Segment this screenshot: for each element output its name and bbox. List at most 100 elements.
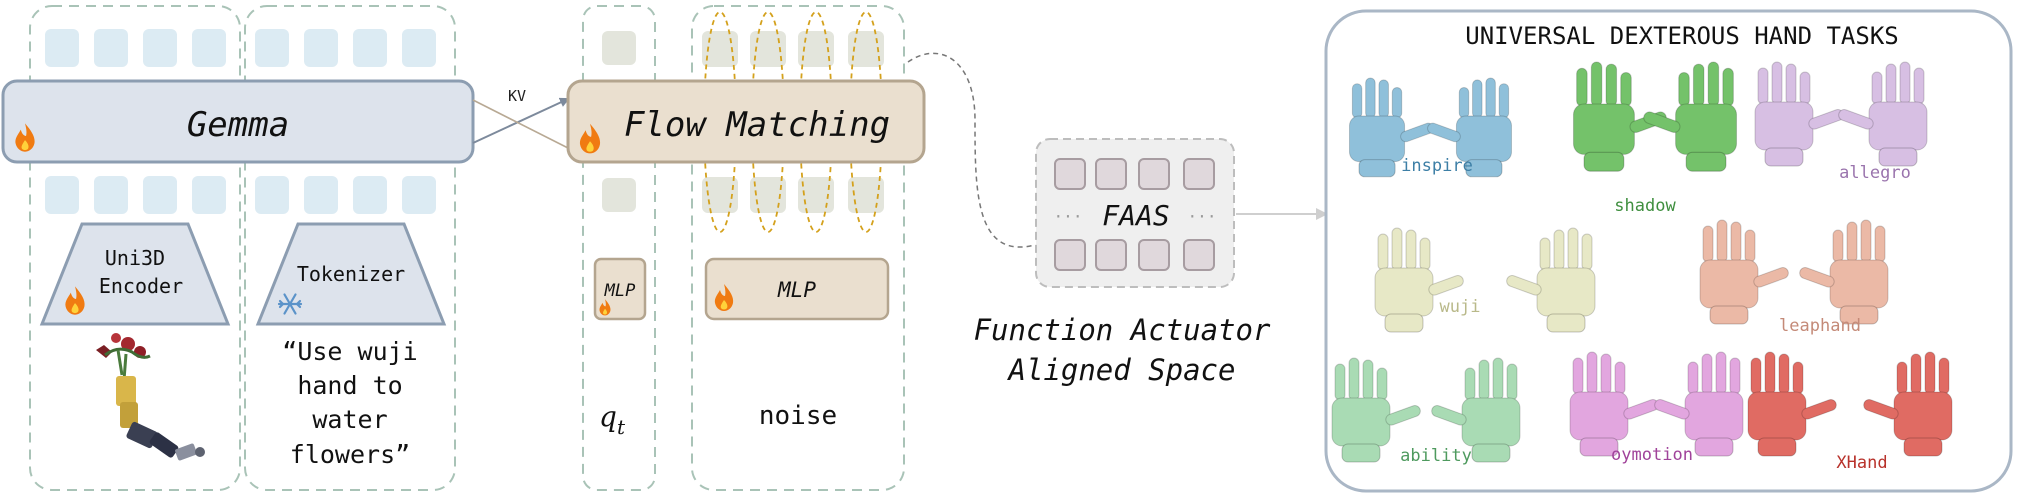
hand-palm xyxy=(1868,101,1928,151)
token xyxy=(94,176,128,214)
hand-finger xyxy=(1846,221,1858,263)
hand-label-xhand: XHand xyxy=(1836,453,1887,473)
faas-caption-line2: Aligned Space xyxy=(1007,353,1236,387)
hand-wrist xyxy=(1471,443,1511,463)
hand-finger xyxy=(1792,361,1804,395)
hand-finger xyxy=(1472,79,1483,119)
token xyxy=(143,29,177,67)
gemma-output-tokens xyxy=(45,29,436,67)
faas-tokens xyxy=(1054,158,1215,271)
hand-finger xyxy=(1351,83,1363,119)
tokenizer-block xyxy=(255,222,447,326)
hand-finger xyxy=(1567,227,1579,271)
ability-hand-model xyxy=(1431,357,1521,463)
hand-palm xyxy=(1747,391,1807,441)
leaphand-hand-model xyxy=(1699,219,1789,325)
token xyxy=(94,29,128,67)
hand-thumb xyxy=(1799,267,1835,288)
hand-finger xyxy=(1572,357,1584,395)
token xyxy=(192,176,226,214)
gemma-block xyxy=(1,79,475,164)
hand-thumb xyxy=(1431,405,1467,426)
hand-label-inspire: inspire xyxy=(1401,156,1473,176)
mlp-noise-block xyxy=(704,257,890,321)
hand-wrist xyxy=(1358,159,1396,178)
wuji-hand-model xyxy=(1506,227,1596,333)
hand-thumb xyxy=(1643,111,1681,133)
gemma-text-column xyxy=(244,5,456,491)
hand-label-leaphand: leaphand xyxy=(1779,316,1861,336)
hand-thumb xyxy=(1427,122,1461,143)
instruction-line-2: hand to xyxy=(297,371,402,400)
hand-wrist xyxy=(1764,147,1804,167)
XHand-hand-model xyxy=(1863,351,1953,457)
leaphand-hand-model xyxy=(1799,219,1889,325)
qt-base: q xyxy=(599,400,617,433)
hand-finger xyxy=(1376,367,1388,401)
hand-finger xyxy=(1899,61,1911,105)
hand-thumb xyxy=(1838,109,1874,130)
faas-token xyxy=(1054,239,1086,271)
kv-arrow xyxy=(472,97,570,144)
hand-label-wuji: wuji xyxy=(1440,297,1481,317)
hand-palm xyxy=(1675,103,1738,155)
token xyxy=(45,29,79,67)
token xyxy=(192,29,226,67)
faas-dots-right: ··· xyxy=(1188,207,1217,226)
hand-finger xyxy=(1614,361,1626,395)
hand-finger xyxy=(1764,351,1776,395)
hand-finger xyxy=(1744,229,1756,263)
hand-label-oymotion: oymotion xyxy=(1611,445,1693,465)
hand-finger xyxy=(1778,353,1790,395)
token xyxy=(848,31,884,67)
oymotion-hand-model xyxy=(1654,351,1744,457)
hand-finger xyxy=(1729,357,1741,395)
hand-wrist xyxy=(1579,437,1619,457)
hand-label-allegro: allegro xyxy=(1839,163,1911,183)
faas-caption-line1: Function Actuator xyxy=(974,313,1271,347)
instruction-line-4: flowers” xyxy=(290,440,410,469)
hand-wrist xyxy=(1903,437,1943,457)
hand-wrist xyxy=(1583,151,1625,172)
kv-label: KV xyxy=(508,87,526,105)
hand-finger xyxy=(1391,87,1403,119)
hand-wrist xyxy=(1465,159,1503,178)
hand-finger xyxy=(1757,67,1769,105)
inspire-hand-model xyxy=(1349,77,1434,178)
flow-input-tokens xyxy=(602,177,884,213)
token xyxy=(255,29,289,67)
hand-finger xyxy=(1581,233,1593,271)
hand-thumb xyxy=(1385,405,1421,426)
hand-finger xyxy=(1860,219,1872,263)
hand-thumb xyxy=(1863,399,1899,420)
oymotion-hand-model xyxy=(1569,351,1659,457)
hand-finger xyxy=(1692,63,1705,107)
hand-finger xyxy=(1464,367,1476,401)
hand-finger xyxy=(1832,229,1844,263)
hand-palm xyxy=(1331,397,1391,447)
hand-palm xyxy=(1569,391,1629,441)
hand-finger xyxy=(1871,71,1883,105)
allegro-hand-model xyxy=(1754,61,1844,167)
robot-arm-with-flowers-image xyxy=(96,333,205,461)
hand-label-shadow: shadow xyxy=(1614,196,1676,216)
hand-thumb xyxy=(1428,275,1464,296)
hand-finger xyxy=(1498,83,1510,119)
hand-wrist xyxy=(1709,305,1749,325)
hand-finger xyxy=(1771,61,1783,105)
inspire-hand-model xyxy=(1427,77,1512,178)
hand-finger xyxy=(1730,221,1742,263)
hand-wrist xyxy=(1384,313,1424,333)
faas-token xyxy=(1183,158,1215,190)
hand-finger xyxy=(1334,363,1346,401)
hand-finger xyxy=(1362,359,1374,401)
token xyxy=(702,177,738,213)
hand-palm xyxy=(1461,397,1521,447)
qt-sub: t xyxy=(617,415,626,439)
XHand-hand-model xyxy=(1747,351,1837,457)
hand-tasks-title: UNIVERSAL DEXTEROUS HAND TASKS xyxy=(1465,22,1898,50)
hand-finger xyxy=(1485,77,1496,119)
hand-finger xyxy=(1716,219,1728,263)
